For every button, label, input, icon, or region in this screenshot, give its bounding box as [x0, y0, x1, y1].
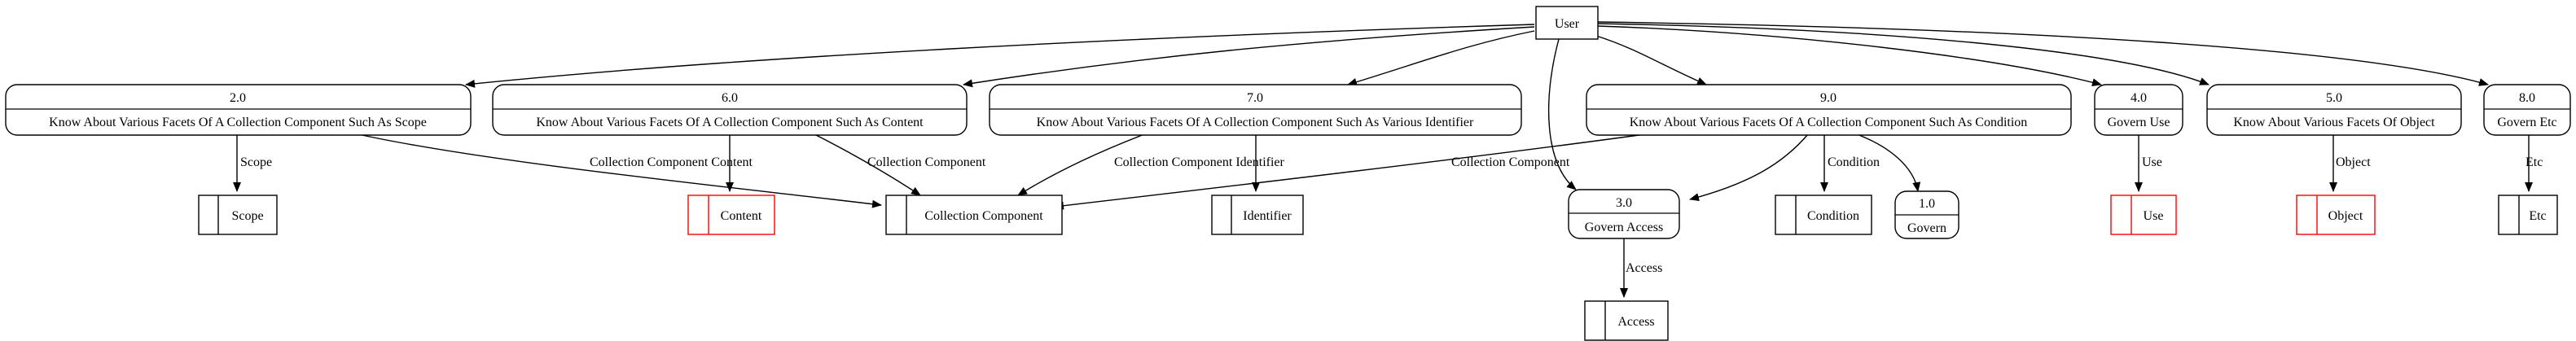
edge-label-collection-component-identifier: Collection Component Identifier [1114, 155, 1285, 169]
edge-user-to-4 [1597, 25, 2102, 87]
store-scope-label: Scope [231, 209, 263, 223]
process-7-id: 7.0 [1247, 91, 1263, 105]
edges [233, 21, 2533, 298]
store-access-label: Access [1617, 315, 1654, 329]
edge-label-collection-component-content: Collection Component Content [590, 155, 753, 169]
entity-user-label: User [1555, 17, 1580, 31]
edge-label-object: Object [2336, 155, 2371, 169]
process-6: 6.0 Know About Various Facets Of A Colle… [492, 84, 968, 136]
store-collection-component-label: Collection Component [924, 209, 1043, 223]
process-5: 5.0 Know About Various Facets Of Object [2206, 84, 2462, 136]
edge-label-condition: Condition [1828, 155, 1880, 169]
edge-user-to-2 [465, 24, 1535, 88]
edge-7-to-collection [1017, 133, 1145, 196]
edge-label-scope: Scope [240, 155, 272, 169]
edge-labels: Scope Collection Component Content Colle… [240, 155, 2543, 275]
edge-label-collection-component-9: Collection Component [1451, 155, 1570, 169]
process-1: 1.0 Govern [1894, 190, 1959, 239]
store-object-label: Object [2328, 209, 2363, 223]
process-9: 9.0 Know About Various Facets Of A Colle… [1586, 84, 2072, 136]
process-9-label: Know About Various Facets Of A Collectio… [1630, 116, 2028, 129]
store-condition-label: Condition [1807, 209, 1859, 223]
store-etc-label: Etc [2529, 209, 2546, 223]
store-identifier-label: Identifier [1243, 209, 1292, 223]
process-3: 3.0 Govern Access [1568, 189, 1680, 239]
store-identifier: Identifier [1211, 195, 1304, 235]
process-6-label: Know About Various Facets Of A Collectio… [536, 116, 924, 129]
entity-user: User [1535, 6, 1599, 40]
edge-9-to-3 [1689, 133, 1809, 201]
store-content-label: Content [721, 209, 762, 223]
store-scope: Scope [198, 195, 278, 235]
edge-6-to-collection [814, 133, 921, 196]
process-8-id: 8.0 [2519, 91, 2535, 105]
edge-user-to-6 [963, 26, 1535, 88]
process-4: 4.0 Govern Use [2094, 84, 2183, 136]
process-7-label: Know About Various Facets Of A Collectio… [1037, 116, 1474, 129]
process-5-label: Know About Various Facets Of Object [2233, 116, 2435, 129]
edge-label-access: Access [1626, 261, 1662, 275]
store-access: Access [1584, 300, 1669, 341]
process-3-label: Govern Access [1585, 221, 1663, 234]
process-8-label: Govern Etc [2497, 116, 2556, 129]
edge-2-to-collection [358, 133, 882, 208]
store-condition: Condition [1775, 195, 1872, 235]
process-2-label: Know About Various Facets Of A Collectio… [49, 116, 427, 129]
process-4-id: 4.0 [2131, 91, 2147, 105]
process-7: 7.0 Know About Various Facets Of A Colle… [989, 84, 1522, 136]
process-1-label: Govern [1907, 221, 1946, 235]
edge-9-to-collection [1054, 133, 1646, 210]
store-use-label: Use [2144, 209, 2164, 223]
process-3-id: 3.0 [1616, 196, 1632, 210]
process-8: 8.0 Govern Etc [2483, 84, 2571, 136]
edge-label-collection-component-6: Collection Component [867, 155, 986, 169]
edge-user-to-5 [1597, 23, 2210, 85]
store-etc: Etc [2498, 195, 2558, 235]
store-content: Content [687, 195, 775, 235]
process-2-id: 2.0 [230, 91, 246, 105]
process-4-label: Govern Use [2108, 116, 2170, 129]
store-use: Use [2110, 195, 2177, 235]
edge-user-to-9 [1595, 35, 1707, 85]
process-5-id: 5.0 [2326, 91, 2342, 105]
process-9-id: 9.0 [1820, 91, 1837, 105]
process-1-id: 1.0 [1919, 197, 1935, 211]
store-object: Object [2296, 195, 2376, 235]
edge-label-etc: Etc [2526, 155, 2543, 169]
edge-user-to-3 [1547, 38, 1577, 190]
process-6-id: 6.0 [722, 91, 738, 105]
process-2: 2.0 Know About Various Facets Of A Colle… [5, 84, 472, 136]
edge-label-use: Use [2142, 155, 2162, 169]
store-collection-component: Collection Component [885, 195, 1063, 235]
edge-9-to-1 [1856, 133, 1921, 192]
edge-user-to-7 [1347, 30, 1535, 86]
edge-user-to-8 [1597, 21, 2489, 86]
